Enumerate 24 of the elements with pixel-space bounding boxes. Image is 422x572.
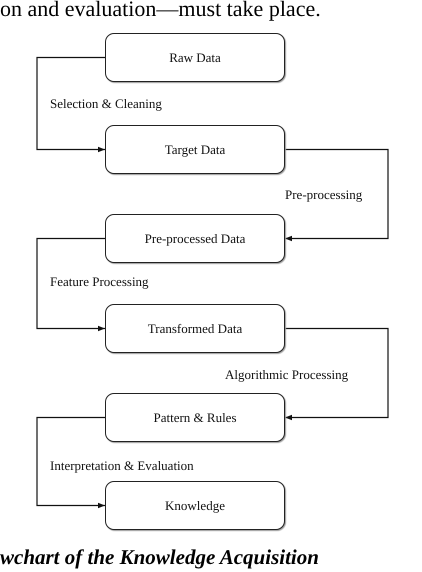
edge-label: Interpretation & Evaluation	[50, 458, 194, 473]
process-box	[105, 33, 285, 82]
box-label: Target Data	[164, 142, 226, 158]
process-box	[105, 125, 285, 174]
box-label: Pre-processed Data	[144, 230, 246, 246]
box-label: Knowledge	[165, 498, 225, 514]
box-label: Raw Data	[169, 50, 221, 66]
body-text: on and evaluation—must take place.	[0, 0, 321, 22]
connector-arrow	[36, 416, 105, 508]
connector-arrow	[285, 148, 389, 242]
figure-caption: wchart of the Knowledge Acquisition	[0, 545, 319, 569]
edge-label: Feature Processing	[50, 274, 149, 289]
edge-label: Selection & Cleaning	[50, 96, 162, 111]
box-label: Transformed Data	[148, 320, 242, 336]
box-label: Pattern & Rules	[153, 410, 237, 426]
process-box	[105, 214, 285, 263]
connector-arrow	[36, 56, 105, 152]
connector-arrow	[285, 328, 389, 420]
process-box	[105, 481, 285, 530]
connector-arrow	[36, 238, 105, 332]
process-box	[105, 393, 285, 442]
process-box	[105, 304, 285, 353]
edge-label: Algorithmic Processing	[225, 367, 348, 382]
edge-label: Pre-processing	[285, 187, 362, 202]
